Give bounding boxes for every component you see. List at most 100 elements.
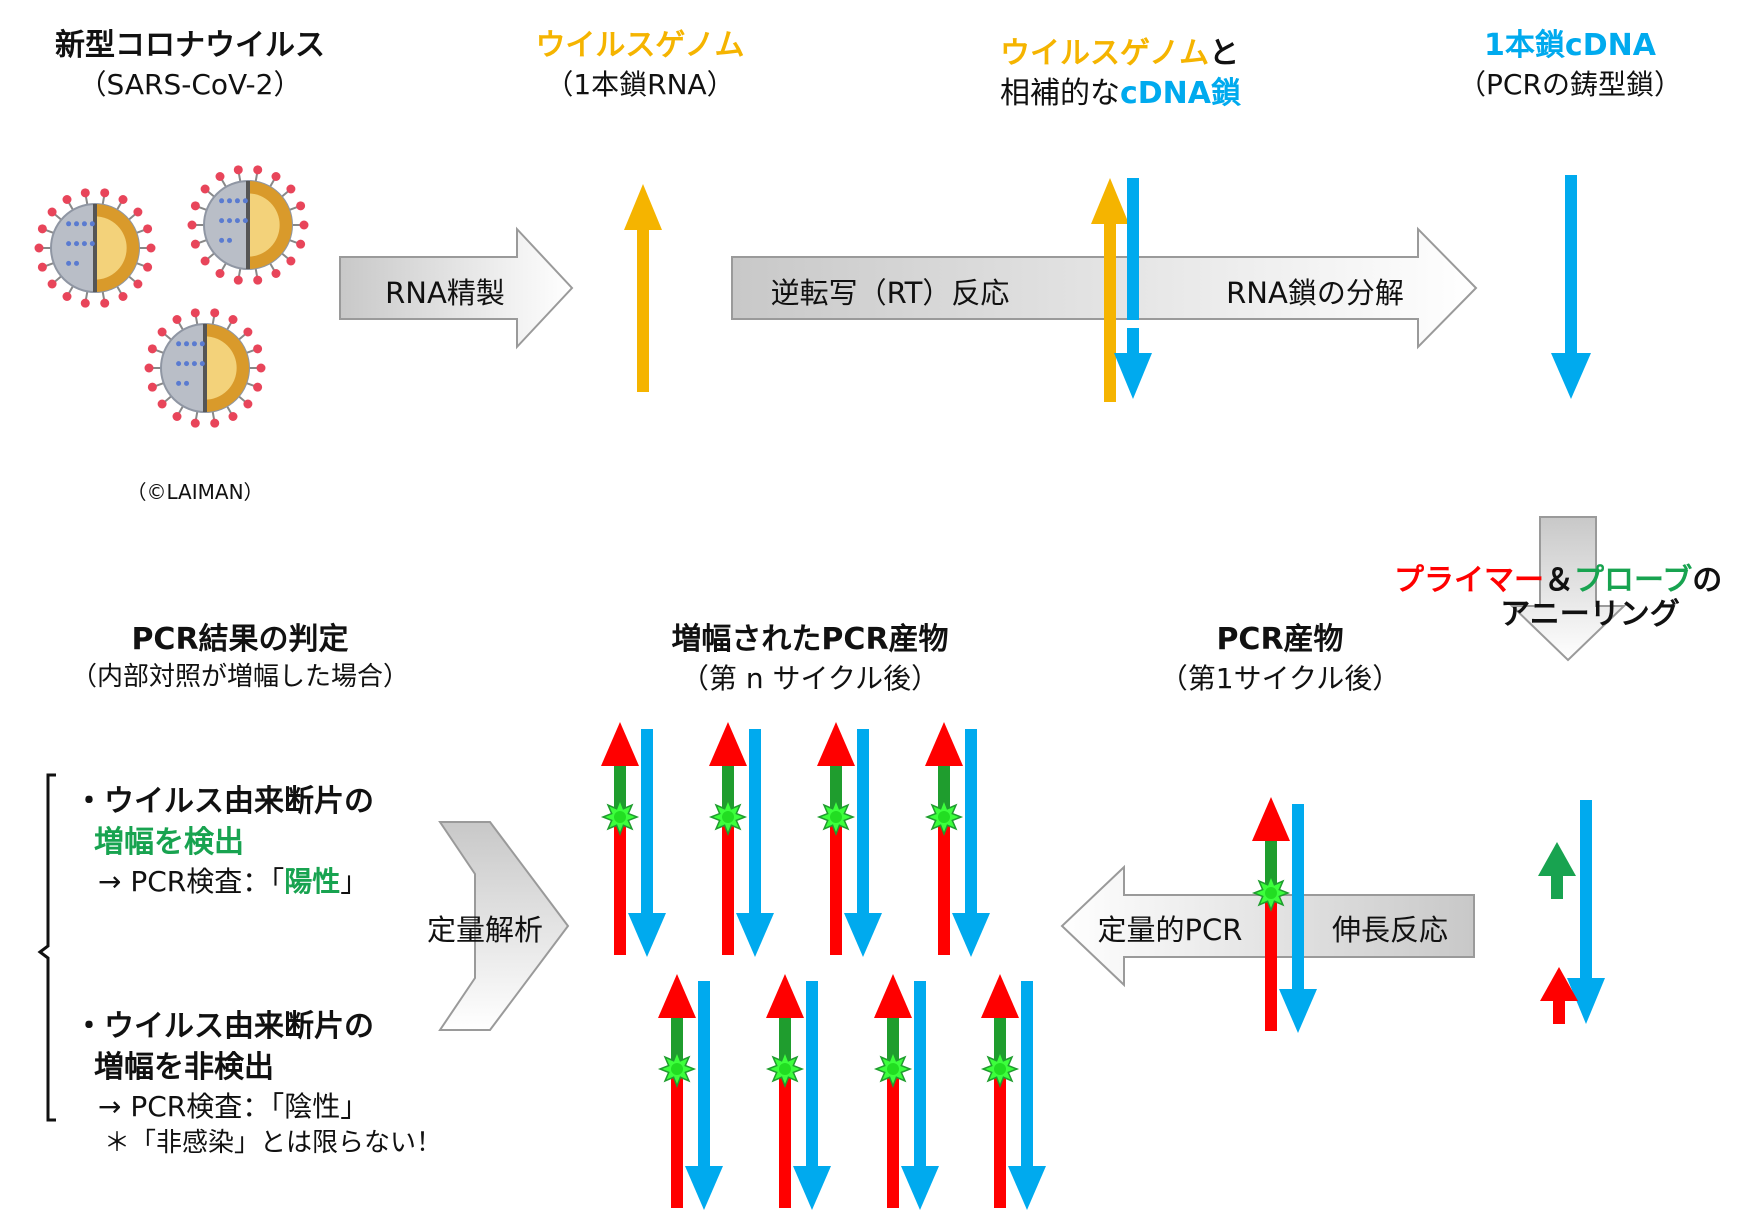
cdna-template: [1551, 175, 1591, 399]
positive-line2: 増幅を検出: [94, 824, 244, 860]
qpcr-label: 定量的PCR: [1097, 913, 1243, 947]
probe-marker: [816, 797, 856, 837]
virus-illustrations: [34, 165, 309, 428]
virus-spike: [200, 256, 210, 266]
virus-spike: [271, 172, 281, 182]
hybrid-title-to: と: [1209, 36, 1240, 71]
virus-surface-dot: [227, 218, 233, 224]
nth-cycle-title: 増幅されたPCR産物: [671, 622, 949, 657]
probe-dot: [614, 811, 626, 823]
cdna-title: 1本鎖cDNA: [1484, 28, 1656, 63]
negative-line2: 増幅を非検出: [74, 1048, 442, 1089]
probe-marker: [980, 1049, 1020, 1089]
hybrid-cdna-strand: [1114, 178, 1152, 399]
virus-surface-dot: [227, 237, 233, 243]
virus-surface-dot: [176, 341, 182, 347]
template-strand-head: [793, 1166, 831, 1210]
annealed-primer-head: [1540, 967, 1578, 1001]
template-strand-head: [685, 1166, 723, 1210]
template-strand-head: [952, 913, 990, 957]
virus-surface-dot: [199, 341, 205, 347]
template-strand-shaft: [641, 729, 653, 913]
negative-line1: ・ウイルス由来断片の: [74, 1009, 374, 1044]
virus-surface-dot: [176, 380, 182, 386]
virus-spike: [233, 165, 243, 175]
annealed-primer: [1540, 967, 1578, 1024]
first-cycle-title: PCR産物: [1216, 622, 1344, 657]
primer-extended-strand-head: [1252, 797, 1290, 841]
virus-surface-dot: [242, 198, 248, 204]
hybrid-rna-strand-shaft: [1104, 224, 1116, 402]
probe-marker: [708, 797, 748, 837]
virus-spike: [253, 344, 263, 354]
virus-spike: [133, 279, 143, 289]
template-strand-head: [628, 913, 666, 957]
virus-spike: [187, 220, 197, 230]
annealing-ampersand: ＆: [1544, 563, 1574, 598]
virus-spike: [190, 308, 200, 318]
judgement-subtitle: （内部対照が増幅した場合）: [70, 662, 409, 692]
virus-surface-dot: [184, 361, 190, 367]
virus-surface-dot: [191, 361, 197, 367]
virus-spike: [243, 327, 253, 337]
hybrid-complementary: 相補的な: [1000, 76, 1120, 111]
cdna-template-shaft: [1565, 175, 1577, 353]
positive-result: 陽性: [284, 865, 341, 898]
annealing-arrow: [1509, 516, 1627, 662]
virus-spike: [172, 411, 182, 421]
annealed-template-shaft: [1580, 800, 1592, 978]
annealed-probe: [1538, 842, 1576, 899]
virus-surface-dot: [199, 361, 205, 367]
hybrid-title: ウイルスゲノムと: [1000, 28, 1239, 72]
virus-icon: [34, 188, 156, 308]
virus-spike: [215, 172, 225, 182]
virus-spike: [172, 315, 182, 325]
template-strand: [901, 981, 939, 1210]
virus-spike: [296, 201, 306, 211]
annealing-probe: プローブ: [1574, 563, 1693, 598]
virus-spike: [253, 275, 263, 285]
virus-spike: [80, 188, 90, 198]
virus-spike: [118, 291, 128, 301]
probe-marker: [873, 1049, 913, 1089]
virus-surface-dot: [176, 361, 182, 367]
cdna-template-head: [1551, 353, 1591, 399]
virus-spike: [271, 268, 281, 278]
virus-spike: [253, 165, 263, 175]
virus-spike: [37, 224, 47, 234]
positive-test-suffix: 」: [340, 865, 369, 898]
annealing-no: の: [1692, 563, 1723, 598]
virus-spike: [256, 363, 266, 373]
template-strand-head: [901, 1166, 939, 1210]
probe-dot: [722, 811, 734, 823]
virus-spike: [215, 268, 225, 278]
template-strand-head: [1279, 989, 1317, 1033]
virus-spike: [133, 207, 143, 217]
virus-spike: [253, 382, 263, 392]
probe-dot: [938, 811, 950, 823]
extension-label: 伸長反応: [1331, 913, 1448, 947]
annealing-title: プライマー＆プローブの: [1394, 555, 1722, 599]
virus-spike: [190, 239, 200, 249]
primer-extended-strand-head: [601, 722, 639, 766]
primer-extended-strand-head: [925, 722, 963, 766]
virus-surface-dot: [74, 260, 80, 266]
virus-surface-dot: [242, 218, 248, 224]
virus-spike: [144, 363, 154, 373]
purify-arrow: [339, 226, 574, 350]
virus-surface-dot: [234, 218, 240, 224]
virus-spike: [143, 262, 153, 272]
virus-surface-dot: [191, 341, 197, 347]
rna-title: ウイルスゲノム: [535, 28, 745, 63]
virus-surface-dot: [81, 241, 87, 247]
virus-surface-dot: [184, 380, 190, 386]
virus-surface-dot: [74, 241, 80, 247]
strand-arrows: [600, 175, 1605, 1210]
negative-line3: → PCR検査：「陰性」: [98, 1090, 369, 1123]
virus-core: [248, 193, 280, 257]
virus-spike: [243, 399, 253, 409]
virus-surface-dot: [74, 221, 80, 227]
virus-spike: [200, 184, 210, 194]
virus-spike: [37, 262, 47, 272]
hybrid-rna-strand-head: [1091, 178, 1129, 224]
